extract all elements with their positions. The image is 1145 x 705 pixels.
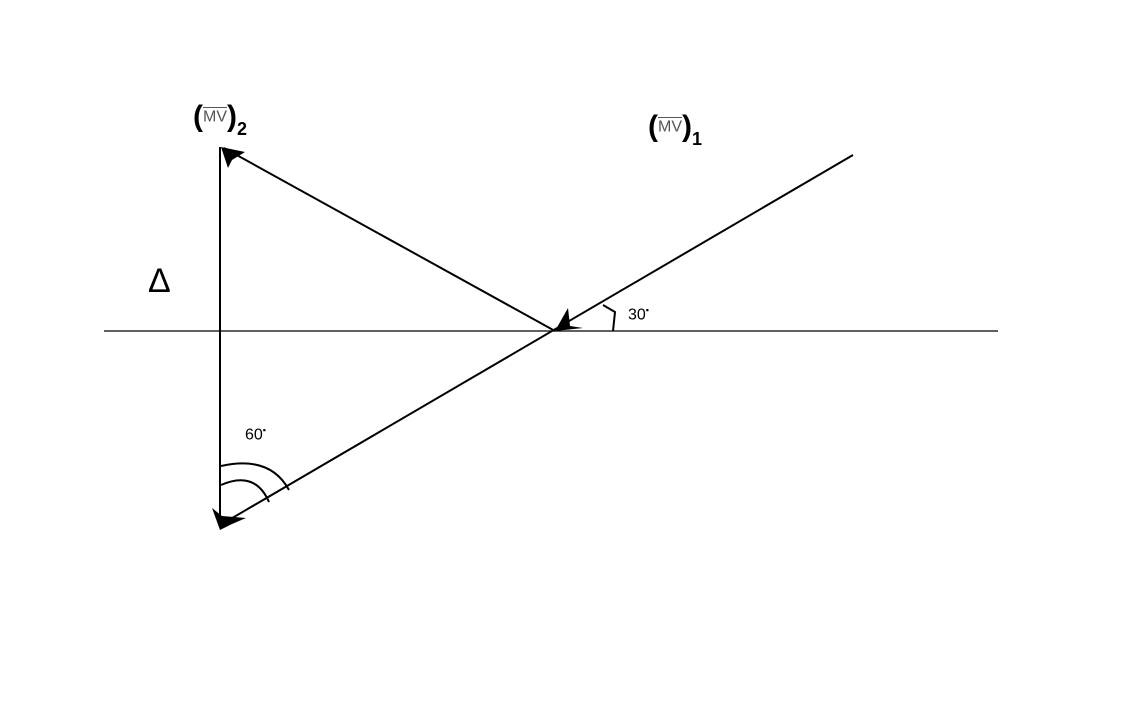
- angle-30-label: 30▪: [628, 305, 649, 324]
- mv1-subscript: 1: [692, 129, 703, 150]
- delta-label: Δ: [148, 262, 171, 300]
- degree-mark: ▪: [645, 305, 649, 315]
- mv2-quantity: MV: [203, 108, 227, 126]
- angle-60-label: 60▪: [245, 425, 266, 444]
- arrowhead-mv2: [221, 147, 245, 168]
- angle-30-arc: [602, 304, 617, 332]
- label-mv1: (MV)1: [648, 110, 703, 150]
- angle-30-value: 30: [628, 306, 646, 324]
- label-mv2: (MV)2: [193, 100, 248, 140]
- angle-60-value: 60: [245, 426, 263, 444]
- angle-60-arc-inner: [220, 479, 270, 503]
- degree-mark: ▪: [262, 425, 266, 435]
- arrowhead-bottom: [212, 508, 246, 530]
- arrowhead-mv1: [555, 308, 583, 331]
- mv1-quantity: MV: [658, 118, 682, 136]
- vector-mv1-line: [221, 154, 854, 525]
- vector-mv2-line: [223, 147, 556, 332]
- angle-60-arc-outer: [220, 462, 290, 491]
- mv2-subscript: 2: [237, 119, 248, 140]
